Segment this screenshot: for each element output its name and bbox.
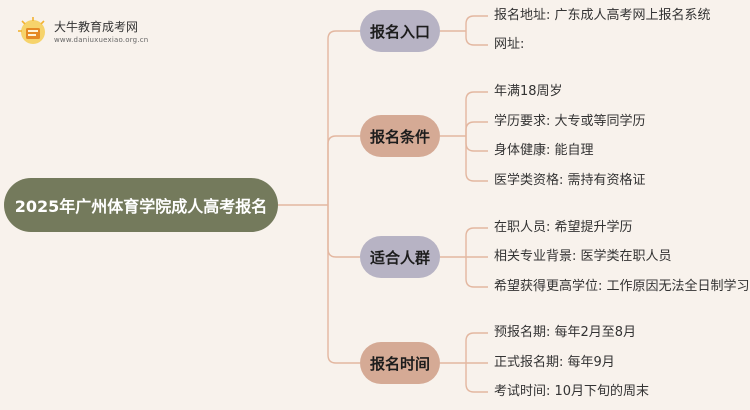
connector-leaf: [465, 257, 488, 288]
leaf-medical-qualification: 医学类资格: 需持有资格证: [494, 173, 646, 188]
leaf-website: 网址:: [494, 37, 525, 52]
leaf-higher-degree: 希望获得更高学位: 工作原因无法全日制学习: [494, 279, 750, 294]
connector-leaf: [465, 31, 488, 46]
connector-branch: [327, 30, 360, 205]
connector-branch: [327, 135, 360, 205]
site-logo: 大牛教育成考网 www.daniuxuexiao.org.cn: [18, 14, 148, 50]
leaf-formal-registration: 正式报名期: 每年9月: [494, 355, 615, 370]
leaf-exam-time: 考试时间: 10月下旬的周末: [494, 384, 650, 399]
branch-target-audience: 适合人群: [360, 236, 440, 278]
connector-leaf: [465, 121, 488, 136]
branch-registration-time: 报名时间: [360, 342, 440, 384]
connector-leaf: [465, 136, 488, 152]
connector-leaf: [465, 363, 488, 393]
logo-url: www.daniuxuexiao.org.cn: [54, 35, 149, 44]
leaf-working-staff: 在职人员: 希望提升学历: [494, 220, 633, 235]
connector-leaf: [465, 332, 488, 363]
leaf-health-requirement: 身体健康: 能自理: [494, 143, 594, 158]
branch-registration-conditions: 报名条件: [360, 115, 440, 157]
connector-leaf: [465, 15, 488, 31]
leaf-registration-address: 报名地址: 广东成人高考网上报名系统: [494, 8, 711, 23]
connector-leaf: [465, 136, 488, 182]
logo-title: 大牛教育成考网: [54, 19, 139, 34]
root-node: 2025年广州体育学院成人高考报名: [4, 178, 278, 232]
leaf-pre-registration: 预报名期: 每年2月至8月: [494, 325, 637, 340]
leaf-age-requirement: 年满18周岁: [494, 84, 563, 99]
connector-branch: [327, 205, 360, 258]
leaf-education-requirement: 学历要求: 大专或等同学历: [494, 114, 646, 129]
logo-book-icon: [18, 17, 48, 47]
leaf-related-background: 相关专业背景: 医学类在职人员: [494, 249, 672, 264]
connector-branch: [327, 205, 360, 364]
branch-registration-entry: 报名入口: [360, 10, 440, 52]
connector-leaf: [465, 227, 488, 257]
connector-leaf: [465, 91, 488, 136]
